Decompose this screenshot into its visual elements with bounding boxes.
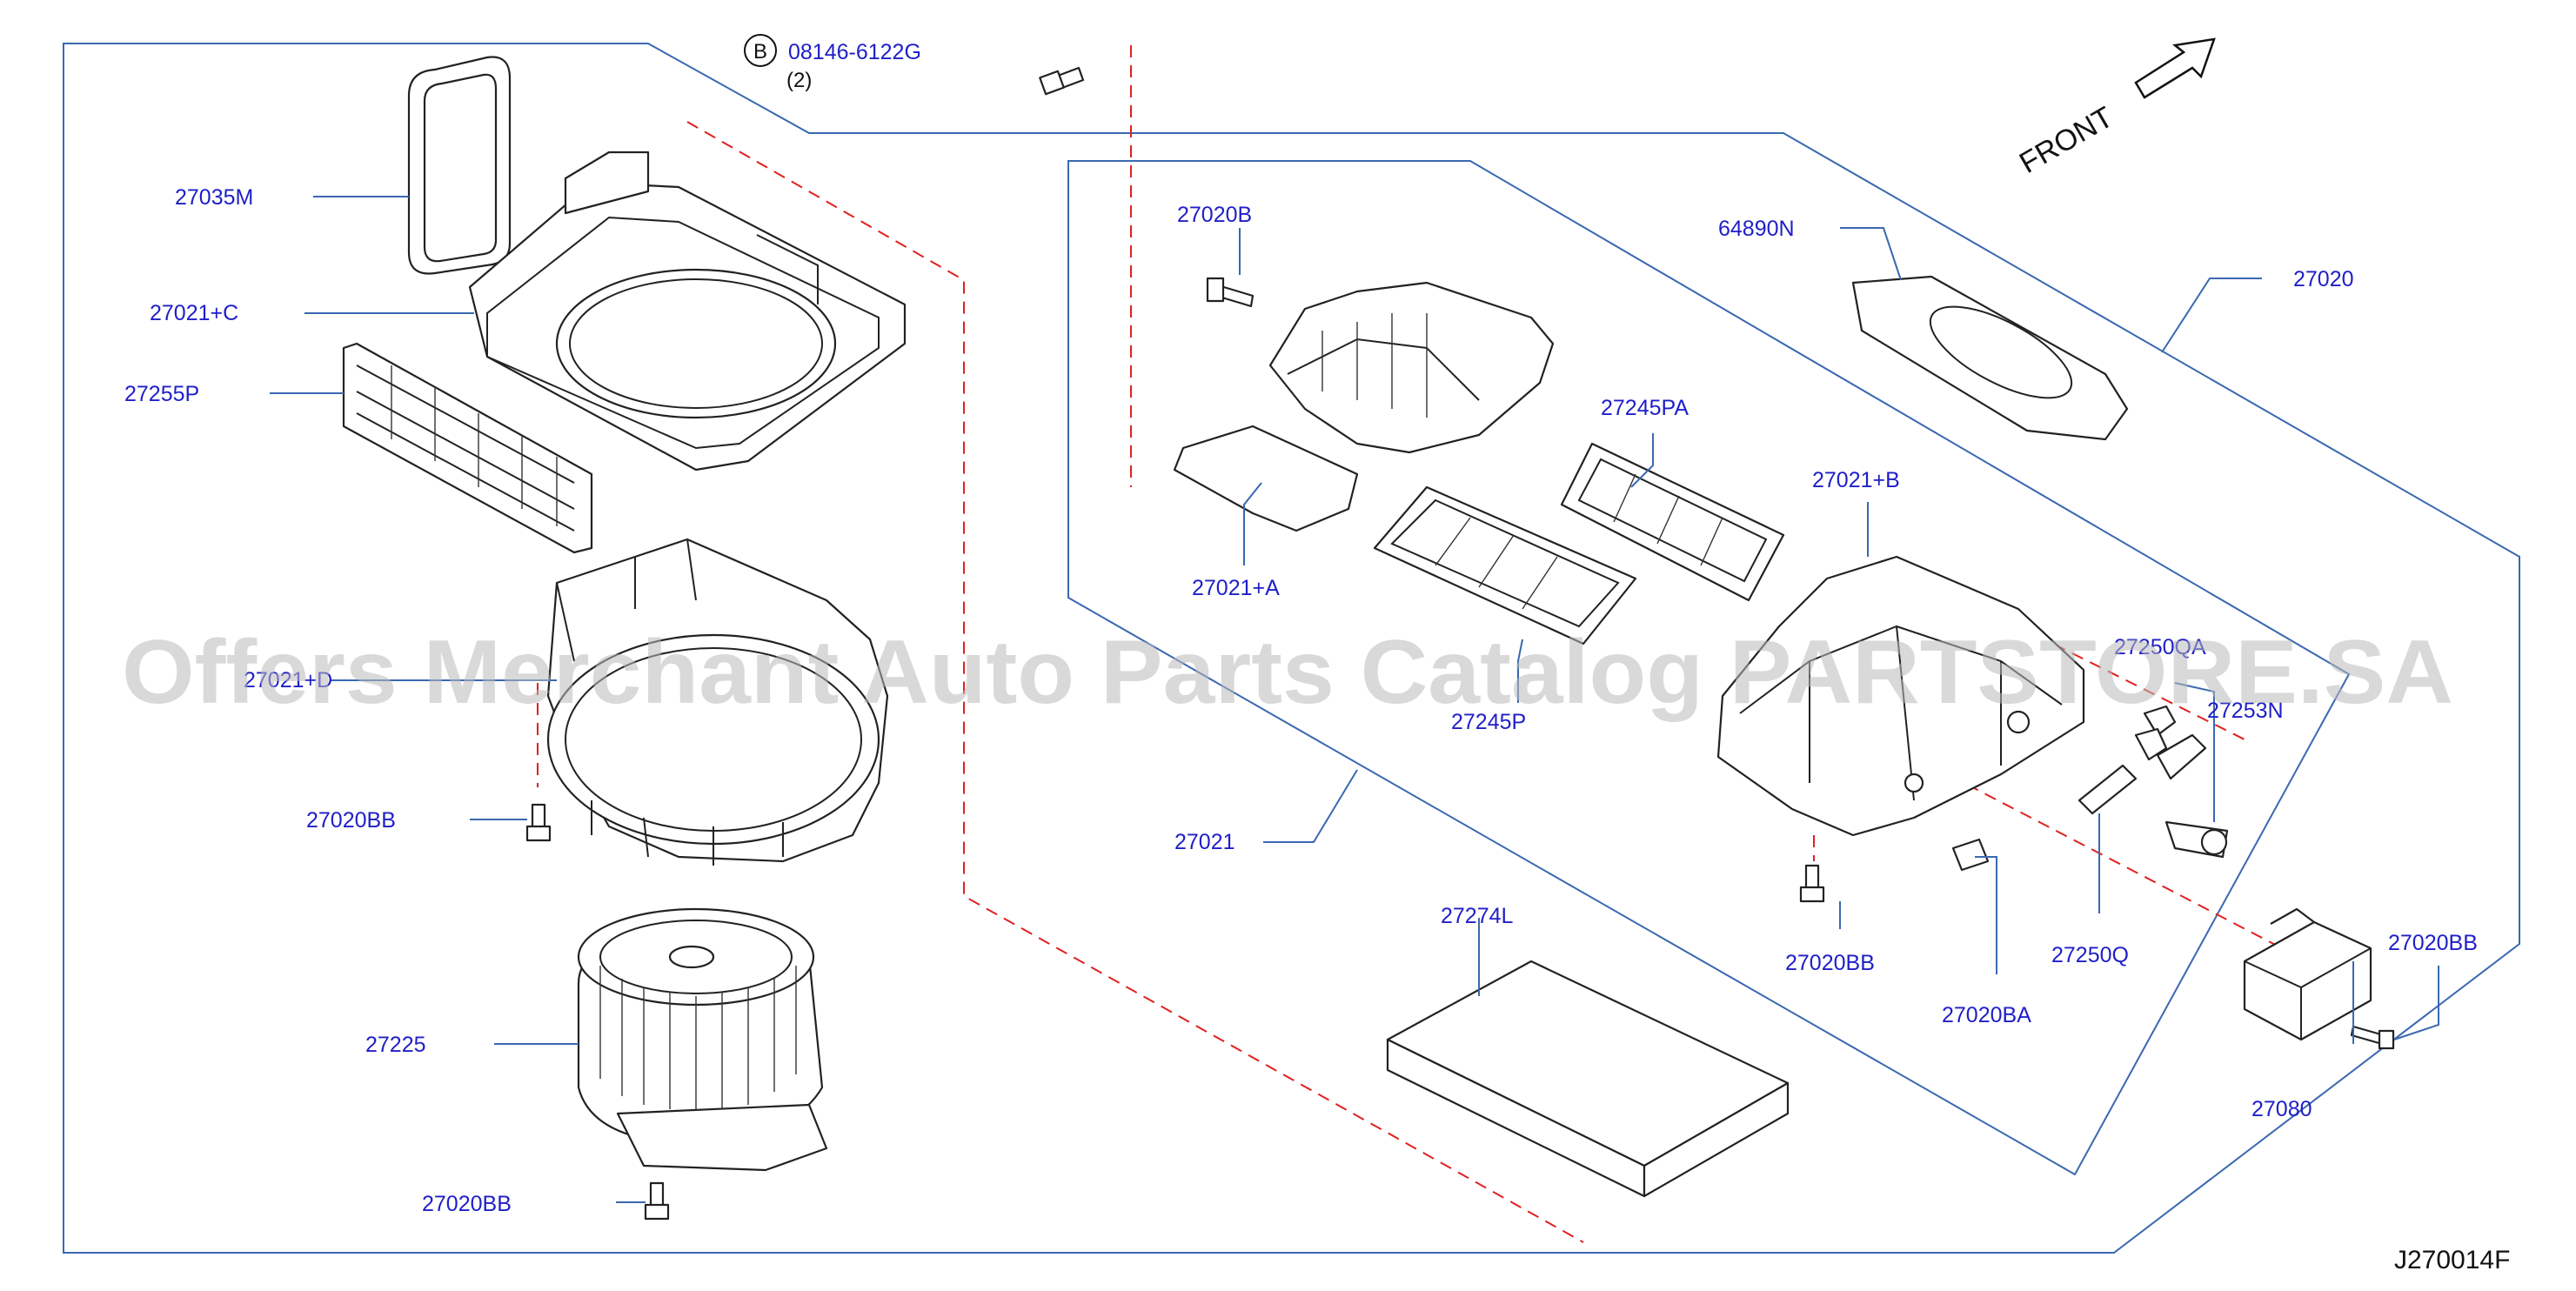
- bolt-08146: [1039, 66, 1085, 96]
- blower-housing-27021D: [546, 538, 889, 866]
- upper-case-27021C: [468, 151, 907, 472]
- label-27035M: 27035M: [175, 185, 253, 210]
- label-27245PA: 27245PA: [1601, 396, 1689, 420]
- label-27021D: 27021+D: [244, 668, 332, 692]
- label-27021C: 27021+C: [150, 301, 238, 325]
- actuator-links: [2078, 705, 2229, 859]
- main-case-27021B: [1716, 555, 2085, 837]
- part-labels: 27035M 27021+C 27255P 27021+D 27020BB 27…: [124, 185, 2478, 1216]
- label-27020B: 27020B: [1177, 203, 1252, 227]
- label-27253N: 27253N: [2207, 699, 2284, 723]
- screw-group-inner: [1799, 864, 1825, 903]
- badge-letter: B: [753, 40, 767, 64]
- resistor-27080: [2243, 907, 2395, 1050]
- label-27020BB-bottom: 27020BB: [422, 1192, 512, 1216]
- label-27255P: 27255P: [124, 382, 199, 406]
- label-27250QA: 27250QA: [2114, 635, 2206, 659]
- label-27020BB-right: 27020BB: [2388, 931, 2478, 955]
- label-27250Q: 27250Q: [2051, 943, 2129, 967]
- front-arrow: [2134, 37, 2216, 99]
- clip-27020BA: [1951, 838, 1990, 872]
- label-64890N: 64890N: [1718, 217, 1795, 241]
- label-27020: 27020: [2293, 267, 2354, 291]
- front-label: FRONT: [2014, 100, 2118, 179]
- label-27020BB-inner: 27020BB: [1785, 951, 1875, 975]
- label-27245P: 27245P: [1451, 710, 1526, 734]
- intake-case-27021A: [1173, 281, 1555, 532]
- door-27245P: [1373, 485, 1637, 646]
- cabin-filter-27274L: [1386, 960, 1790, 1198]
- bolt-callout: B 08146-6122G (2): [744, 34, 921, 92]
- bolt-quantity: (2): [786, 69, 812, 92]
- bolt-part-number: 08146-6122G: [788, 40, 921, 64]
- leader-lines: [270, 196, 2439, 1203]
- filter-frame-27255P: [342, 342, 593, 554]
- screw-27020B: [1206, 277, 1255, 308]
- label-27020BB-left: 27020BB: [306, 808, 396, 833]
- label-27274L: 27274L: [1441, 904, 1514, 928]
- door-27245PA: [1560, 442, 1785, 602]
- label-27021A: 27021+A: [1192, 576, 1280, 600]
- label-27225: 27225: [365, 1033, 426, 1057]
- duct-64890N: [1851, 275, 2129, 441]
- inner-frame: [1067, 160, 2351, 1176]
- outer-frame: [63, 43, 2520, 1254]
- label-27021B: 27021+B: [1812, 468, 1900, 492]
- screw-group-left: [525, 803, 670, 1221]
- label-27020BA: 27020BA: [1942, 1003, 2031, 1027]
- gasket-27035M: [407, 56, 512, 275]
- label-27080: 27080: [2251, 1097, 2312, 1121]
- diagram-code: J270014F: [2394, 1246, 2510, 1274]
- watermark-text: Offers Merchant Auto Parts Catalog PARTS…: [122, 622, 2453, 723]
- badge-circle: [744, 34, 777, 67]
- label-27021: 27021: [1174, 830, 1235, 854]
- blower-motor-27225: [577, 907, 828, 1172]
